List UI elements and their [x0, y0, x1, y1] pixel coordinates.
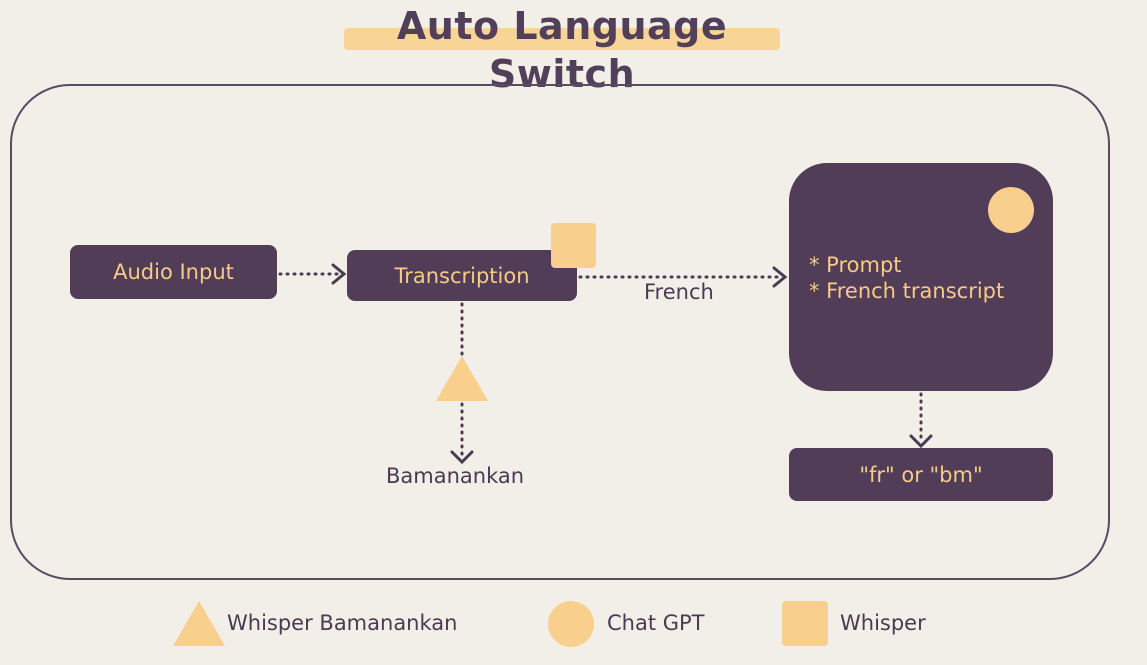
- arrowhead-gpt: [772, 266, 788, 288]
- arrowhead-bamanankan: [450, 450, 474, 465]
- page-title: Auto Language Switch: [396, 4, 728, 96]
- legend-label-chatgpt: Chat GPT: [607, 611, 705, 635]
- audio-input-label: Audio Input: [113, 260, 234, 284]
- legend-label-whisper: Whisper: [840, 611, 926, 635]
- transcription-label: Transcription: [394, 263, 530, 288]
- audio-input-node: Audio Input: [70, 245, 277, 299]
- whisper-bamanankan-marker: [436, 356, 488, 401]
- arrowhead-output: [909, 434, 933, 449]
- chatgpt-node-text: * Prompt * French transcript: [809, 252, 1004, 304]
- output-node: "fr" or "bm": [789, 448, 1053, 501]
- chatgpt-node: * Prompt * French transcript: [789, 163, 1053, 391]
- legend-triangle-icon: [173, 601, 225, 646]
- output-label: "fr" or "bm": [859, 462, 983, 487]
- chatgpt-marker-icon: [988, 187, 1034, 233]
- diagram-frame: [10, 84, 1110, 580]
- french-transcript-line: * French transcript: [809, 279, 1005, 303]
- title-block: Auto Language Switch: [344, 2, 780, 96]
- transcription-node: Transcription: [347, 250, 577, 301]
- legend-circle-icon: [548, 601, 594, 647]
- prompt-line: * Prompt: [809, 253, 902, 277]
- arrowhead-transcription: [331, 263, 347, 285]
- legend-label-whisper-bamanankan: Whisper Bamanankan: [227, 611, 458, 635]
- edge-label-french: French: [644, 280, 714, 304]
- whisper-marker-icon: [551, 223, 596, 268]
- legend-square-icon: [782, 601, 828, 646]
- edge-label-bamanankan: Bamanankan: [386, 464, 525, 488]
- title-highlight: [344, 28, 780, 50]
